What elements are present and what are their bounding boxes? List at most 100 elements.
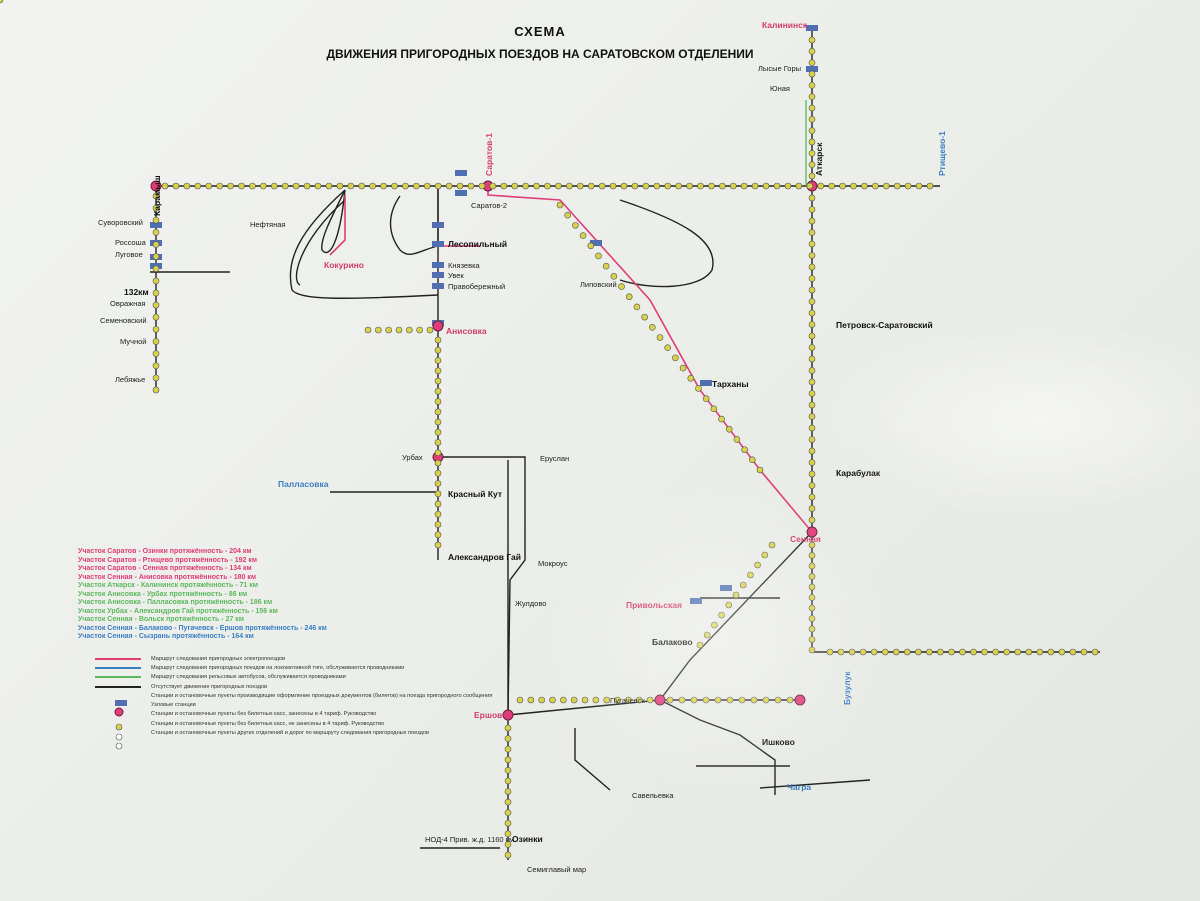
station-dot: [152, 386, 160, 394]
station-dot: [808, 321, 816, 328]
station-dot: [806, 182, 814, 190]
track-loop-1: [289, 189, 439, 299]
label-mokrous: Мокроус: [538, 559, 568, 568]
station-dot: [808, 70, 816, 78]
station-dot: [434, 469, 442, 477]
station-dot: [903, 648, 911, 656]
terminal-depo: [455, 170, 467, 176]
station-dot: [504, 756, 512, 764]
station-dot: [587, 242, 595, 250]
station-dot: [152, 253, 160, 260]
legend-key-swatch: [95, 732, 141, 734]
station-dot: [395, 326, 403, 334]
station-dot: [385, 326, 392, 334]
station-dot: [702, 395, 710, 402]
station-dot: [808, 413, 816, 420]
label-savelievka: Савельевка: [632, 791, 674, 800]
station-dot: [762, 696, 770, 704]
station-dot: [750, 696, 758, 704]
station-dot: [1014, 648, 1022, 656]
station-dot: [808, 615, 816, 622]
station-dot: [152, 216, 160, 224]
station-dot: [808, 459, 816, 466]
legend-key-text: Узловые станции: [151, 702, 196, 709]
station-dot: [675, 182, 682, 190]
station-dot: [839, 182, 846, 190]
station-dot: [358, 182, 366, 190]
station-dot: [434, 459, 442, 467]
station-dot: [678, 696, 686, 704]
station-dot: [572, 222, 579, 229]
station-dot: [754, 561, 761, 569]
track-loop-5: [295, 199, 346, 286]
station-dot: [786, 696, 794, 704]
station-dot: [808, 562, 816, 570]
station-dot: [238, 182, 245, 190]
label-tarkhany: Тарханы: [712, 379, 749, 389]
station-dot: [762, 182, 770, 190]
label-ozinki-nod: НОД-4 Прив. ж.д. 1160 км: [425, 835, 514, 844]
legend-key-5: Узловые станции: [95, 700, 492, 709]
station-dot: [690, 696, 698, 704]
station-dot: [347, 182, 355, 190]
station-dot: [948, 648, 955, 656]
label-krasny-kut: Красный Кут: [448, 489, 502, 499]
station-dot: [808, 309, 816, 317]
station-dot: [808, 493, 816, 501]
label-ozinki-bottom: Семиглавый мар: [527, 865, 586, 874]
station-dot: [172, 182, 180, 190]
station-dot: [646, 696, 654, 704]
station-dot: [598, 182, 606, 190]
station-dot: [434, 377, 442, 385]
station-dot: [915, 182, 923, 190]
station-dot: [848, 648, 856, 656]
label-muchnoi: Мучной: [120, 337, 147, 346]
station-dot: [625, 293, 633, 301]
legend-key-text: Станции и остановочные пункты производящ…: [151, 692, 493, 699]
track-ishkovo: [659, 699, 776, 795]
station-dot: [434, 367, 442, 375]
station-dot: [152, 374, 160, 382]
station-dot: [696, 641, 704, 649]
station-dot: [768, 541, 776, 549]
station-dot: [504, 788, 512, 795]
station-dot: [434, 336, 442, 344]
station-dot: [808, 604, 816, 612]
station-dot: [549, 696, 556, 704]
station-dot: [725, 601, 733, 609]
labels: Калининск Лысые Горы Юная Карамыш Сарато…: [98, 20, 947, 874]
station-dot: [504, 767, 512, 774]
station-dot: [416, 326, 423, 334]
station-dot: [808, 646, 816, 654]
label-saratov1: Саратов-1: [484, 133, 494, 176]
legend-route-7: Участок Урбах - Александров Гай протяжён…: [78, 607, 278, 615]
station-dot: [861, 182, 868, 190]
station-dot: [555, 182, 562, 190]
electric-saratov-senyaya: [487, 186, 813, 533]
station-dot: [161, 182, 169, 190]
terminal-uvek: [432, 272, 444, 278]
station-dot: [1036, 648, 1044, 656]
label-kalininsk: Калининск: [762, 20, 808, 30]
station-dot: [527, 696, 535, 704]
station-dot: [808, 286, 816, 294]
station-dot: [773, 182, 781, 190]
junction-anisovka: [432, 320, 444, 332]
station-dot: [808, 390, 816, 397]
station-dot: [1058, 648, 1066, 656]
station-dot: [808, 127, 816, 134]
station-dot: [434, 510, 442, 518]
station-dot: [718, 415, 725, 423]
station-dot: [364, 326, 372, 334]
legend-key-swatch: [95, 723, 141, 725]
station-dot: [850, 182, 857, 190]
station-dot: [516, 696, 524, 704]
label-lipovsky: Липовский: [580, 280, 617, 289]
station-dot: [260, 182, 267, 190]
station-dot: [152, 289, 160, 297]
station-dot: [808, 206, 816, 213]
station-dot: [434, 398, 442, 405]
station-dot: [686, 182, 693, 190]
station-dot: [970, 648, 977, 656]
